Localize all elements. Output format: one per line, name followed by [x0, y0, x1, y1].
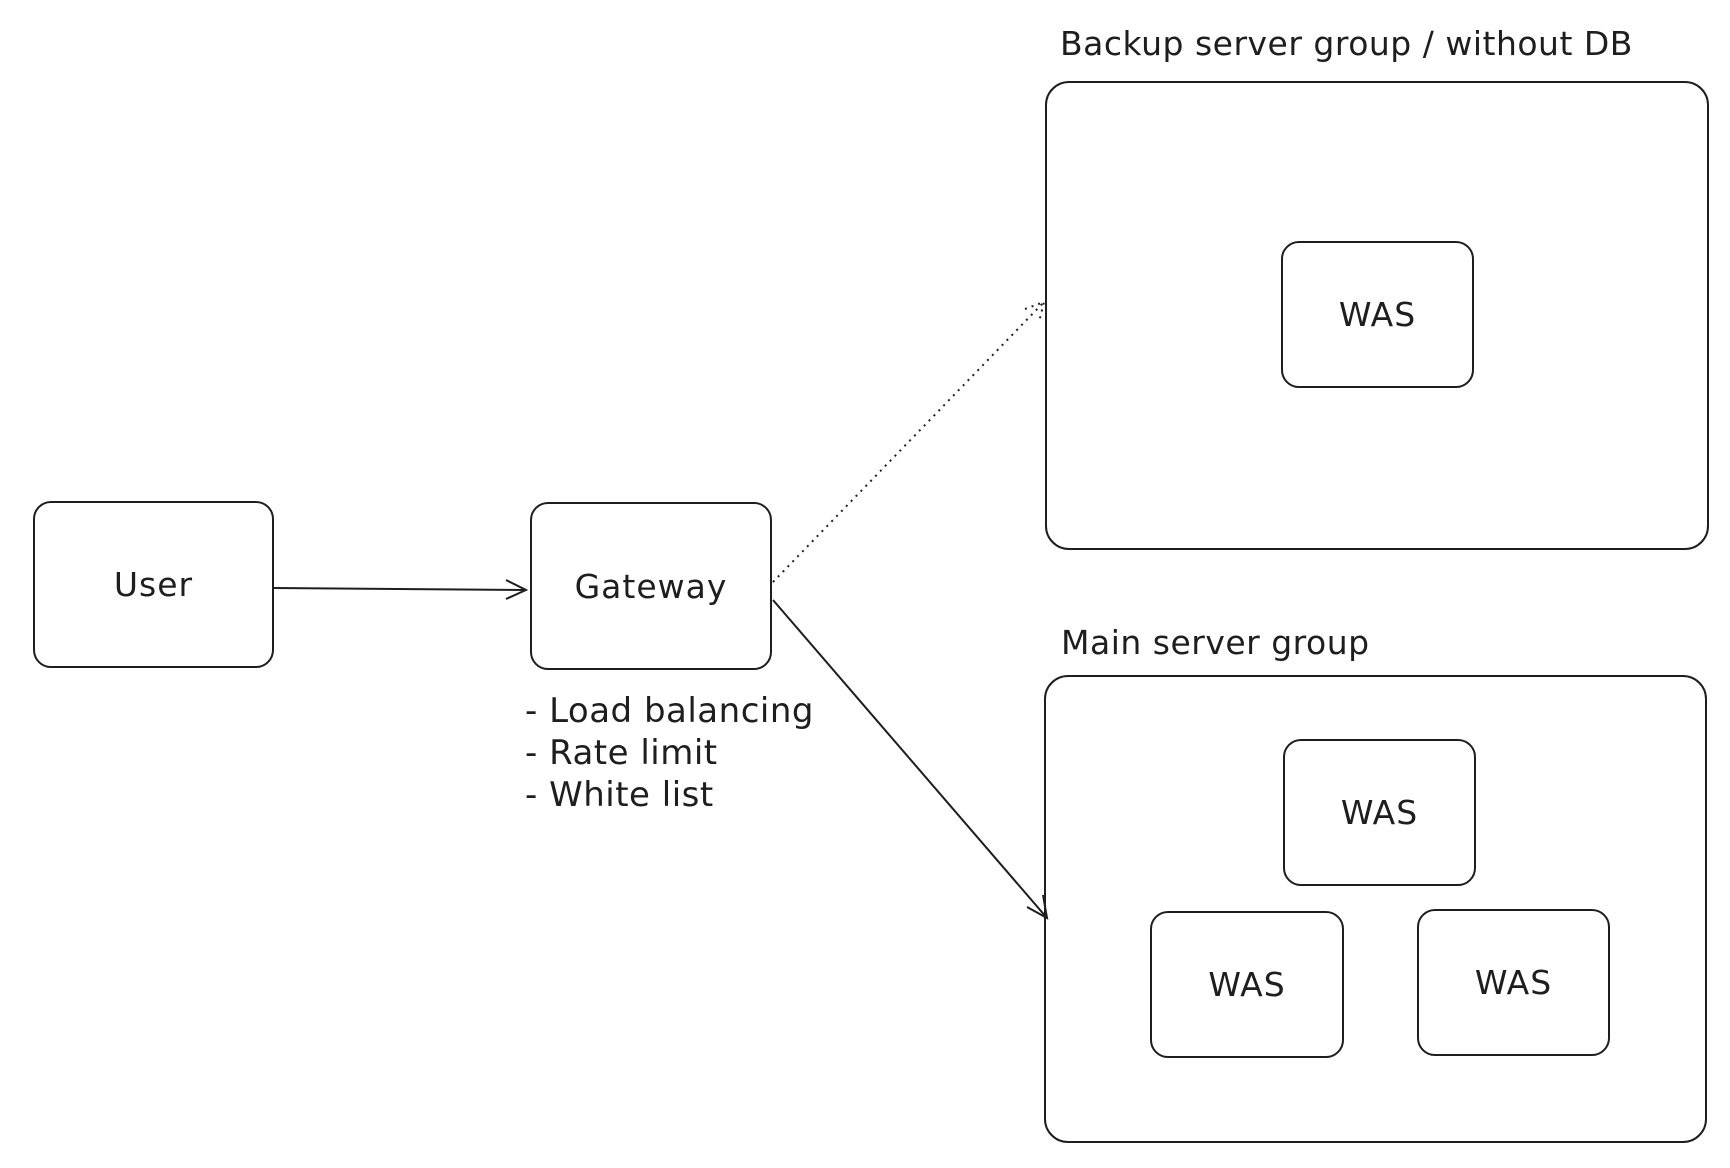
gateway-feature-load-balancing: - Load balancing: [525, 691, 814, 731]
gateway-feature-white-list: - White list: [525, 775, 714, 815]
backup-group-title: Backup server group / without DB: [1060, 24, 1633, 63]
main-was-node-left: WAS: [1150, 911, 1344, 1058]
gateway-feature-rate-limit: - Rate limit: [525, 733, 718, 773]
arrow-user-to-gateway: [273, 579, 529, 600]
backup-server-group: [1045, 81, 1709, 550]
main-server-group: [1044, 675, 1707, 1143]
backup-was-node: WAS: [1281, 241, 1474, 388]
gateway-node: Gateway: [530, 502, 772, 670]
arrow-gateway-to-backup: [772, 300, 1046, 583]
main-was-node-right: WAS: [1417, 909, 1610, 1056]
main-group-title: Main server group: [1061, 623, 1370, 662]
gateway-feature-list: - Load balancing - Rate limit - White li…: [525, 690, 814, 816]
arrow-gateway-to-main: [772, 599, 1049, 920]
user-node: User: [33, 501, 274, 668]
main-was-node-top: WAS: [1283, 739, 1476, 886]
